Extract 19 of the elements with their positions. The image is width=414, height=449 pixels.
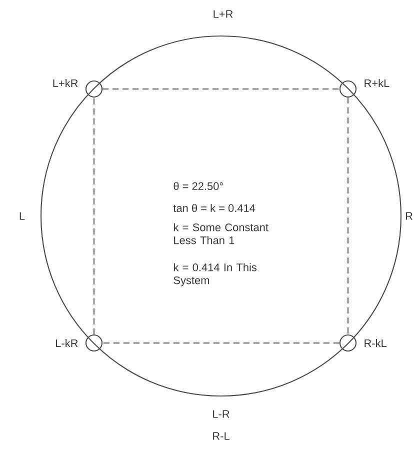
corner-label: R+kL [364, 79, 390, 87]
side-label: L [20, 212, 25, 220]
note-text: tan θ = k = 0.414 [173, 204, 256, 212]
side-label: R-L [213, 432, 230, 440]
corner-label: R-kL [364, 339, 387, 347]
small-circle [339, 334, 357, 352]
dashed-line [102, 342, 340, 344]
corner-label: L+kR [53, 79, 78, 87]
corner-label: L-kR [56, 339, 78, 347]
small-circle [85, 80, 103, 98]
side-label: L+R [214, 10, 233, 18]
note-text: k = 0.414 In This System [174, 263, 257, 286]
small-circle [85, 334, 103, 352]
side-label: R [406, 212, 412, 220]
note-text: k = Some Constant Less Than 1 [174, 223, 268, 244]
note-text: θ = 22.50° [174, 182, 223, 190]
side-label: L-R [213, 410, 230, 418]
small-circle [339, 80, 357, 98]
dashed-line [102, 88, 340, 90]
